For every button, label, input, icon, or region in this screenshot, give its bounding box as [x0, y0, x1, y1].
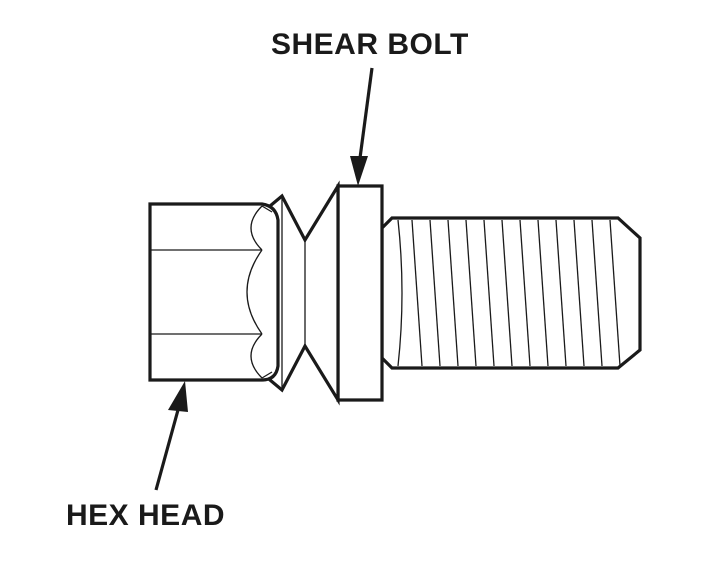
thread-line: [573, 219, 585, 367]
thread-line: [555, 219, 567, 367]
thread-line: [429, 219, 441, 367]
hex-head-label: HEX HEAD: [66, 499, 226, 532]
thread-line: [519, 219, 531, 367]
thread-line: [465, 219, 477, 367]
thread-line: [411, 219, 423, 367]
thread-line: [483, 219, 495, 367]
shear-bolt-label: SHEAR BOLT: [271, 28, 469, 61]
hex-head: [148, 202, 280, 382]
shear-groove: [268, 180, 340, 406]
shear-bolt-arrow: [350, 67, 374, 186]
thread-lines: [411, 219, 621, 367]
thread-line: [447, 219, 459, 367]
thread-line: [537, 219, 549, 367]
thread-line: [591, 219, 603, 367]
thread-line: [501, 219, 513, 367]
bolt-collar: [336, 184, 384, 402]
threaded-shank: [380, 216, 642, 370]
thread-line: [609, 219, 621, 367]
hex-head-arrow: [154, 381, 188, 491]
